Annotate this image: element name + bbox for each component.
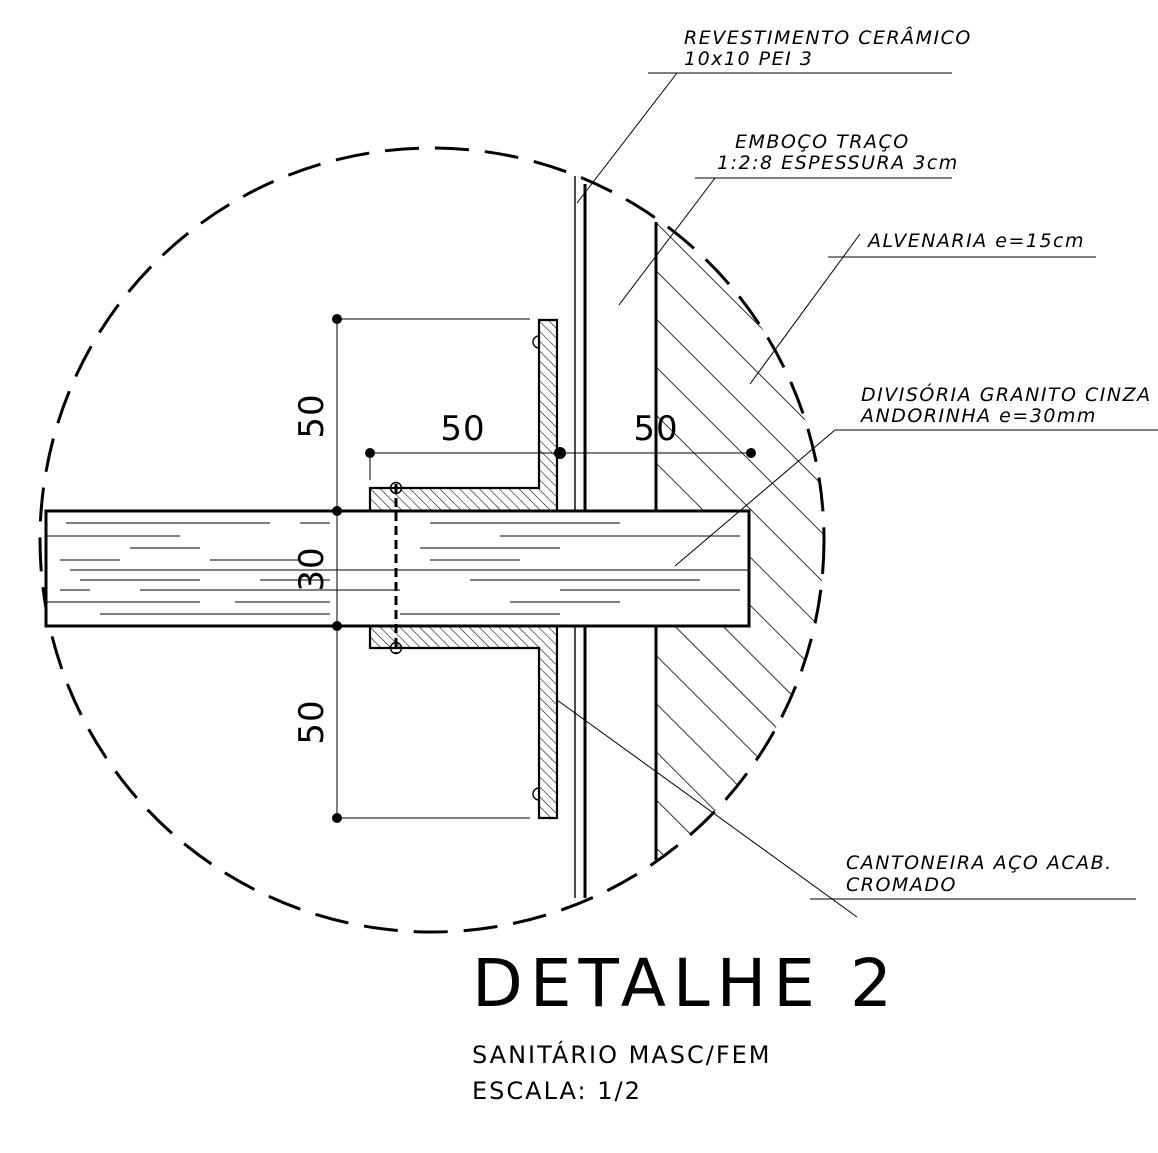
detail-title: DETALHE 2 <box>472 945 899 1022</box>
fixing-bolt <box>389 481 403 655</box>
scale-label: ESCALA: 1/2 <box>472 1077 642 1105</box>
dim-top-vertical: 50 <box>292 393 332 438</box>
dim-horizontal-left: 50 <box>440 409 485 449</box>
label-cantoneira-1: CANTONEIRA AÇO ACAB. <box>846 852 1113 874</box>
label-divisoria-1: DIVISÓRIA GRANITO CINZA <box>861 382 1152 406</box>
dim-thickness: 30 <box>292 546 332 591</box>
detail-boundary-circle <box>38 146 826 934</box>
label-cantoneira-2: CROMADO <box>846 874 957 896</box>
label-revestimento-1: REVESTIMENTO CERÂMICO <box>684 26 972 49</box>
cantoneira-bottom <box>368 624 559 820</box>
dim-bottom-vertical: 50 <box>292 699 332 744</box>
dimension-markers <box>332 314 756 823</box>
label-revestimento-2: 10x10 PEI 3 <box>684 48 813 70</box>
label-divisoria-2: ANDORINHA e=30mm <box>859 405 1097 427</box>
label-emboco-1: EMBOÇO TRAÇO <box>735 131 910 153</box>
room-name: SANITÁRIO MASC/FEM <box>472 1040 772 1069</box>
dim-horizontal-right: 50 <box>633 409 678 449</box>
leader-lines <box>556 72 1158 918</box>
label-emboco-2: 1:2:8 ESPESSURA 3cm <box>717 152 959 174</box>
label-alvenaria: ALVENARIA e=15cm <box>866 230 1085 252</box>
